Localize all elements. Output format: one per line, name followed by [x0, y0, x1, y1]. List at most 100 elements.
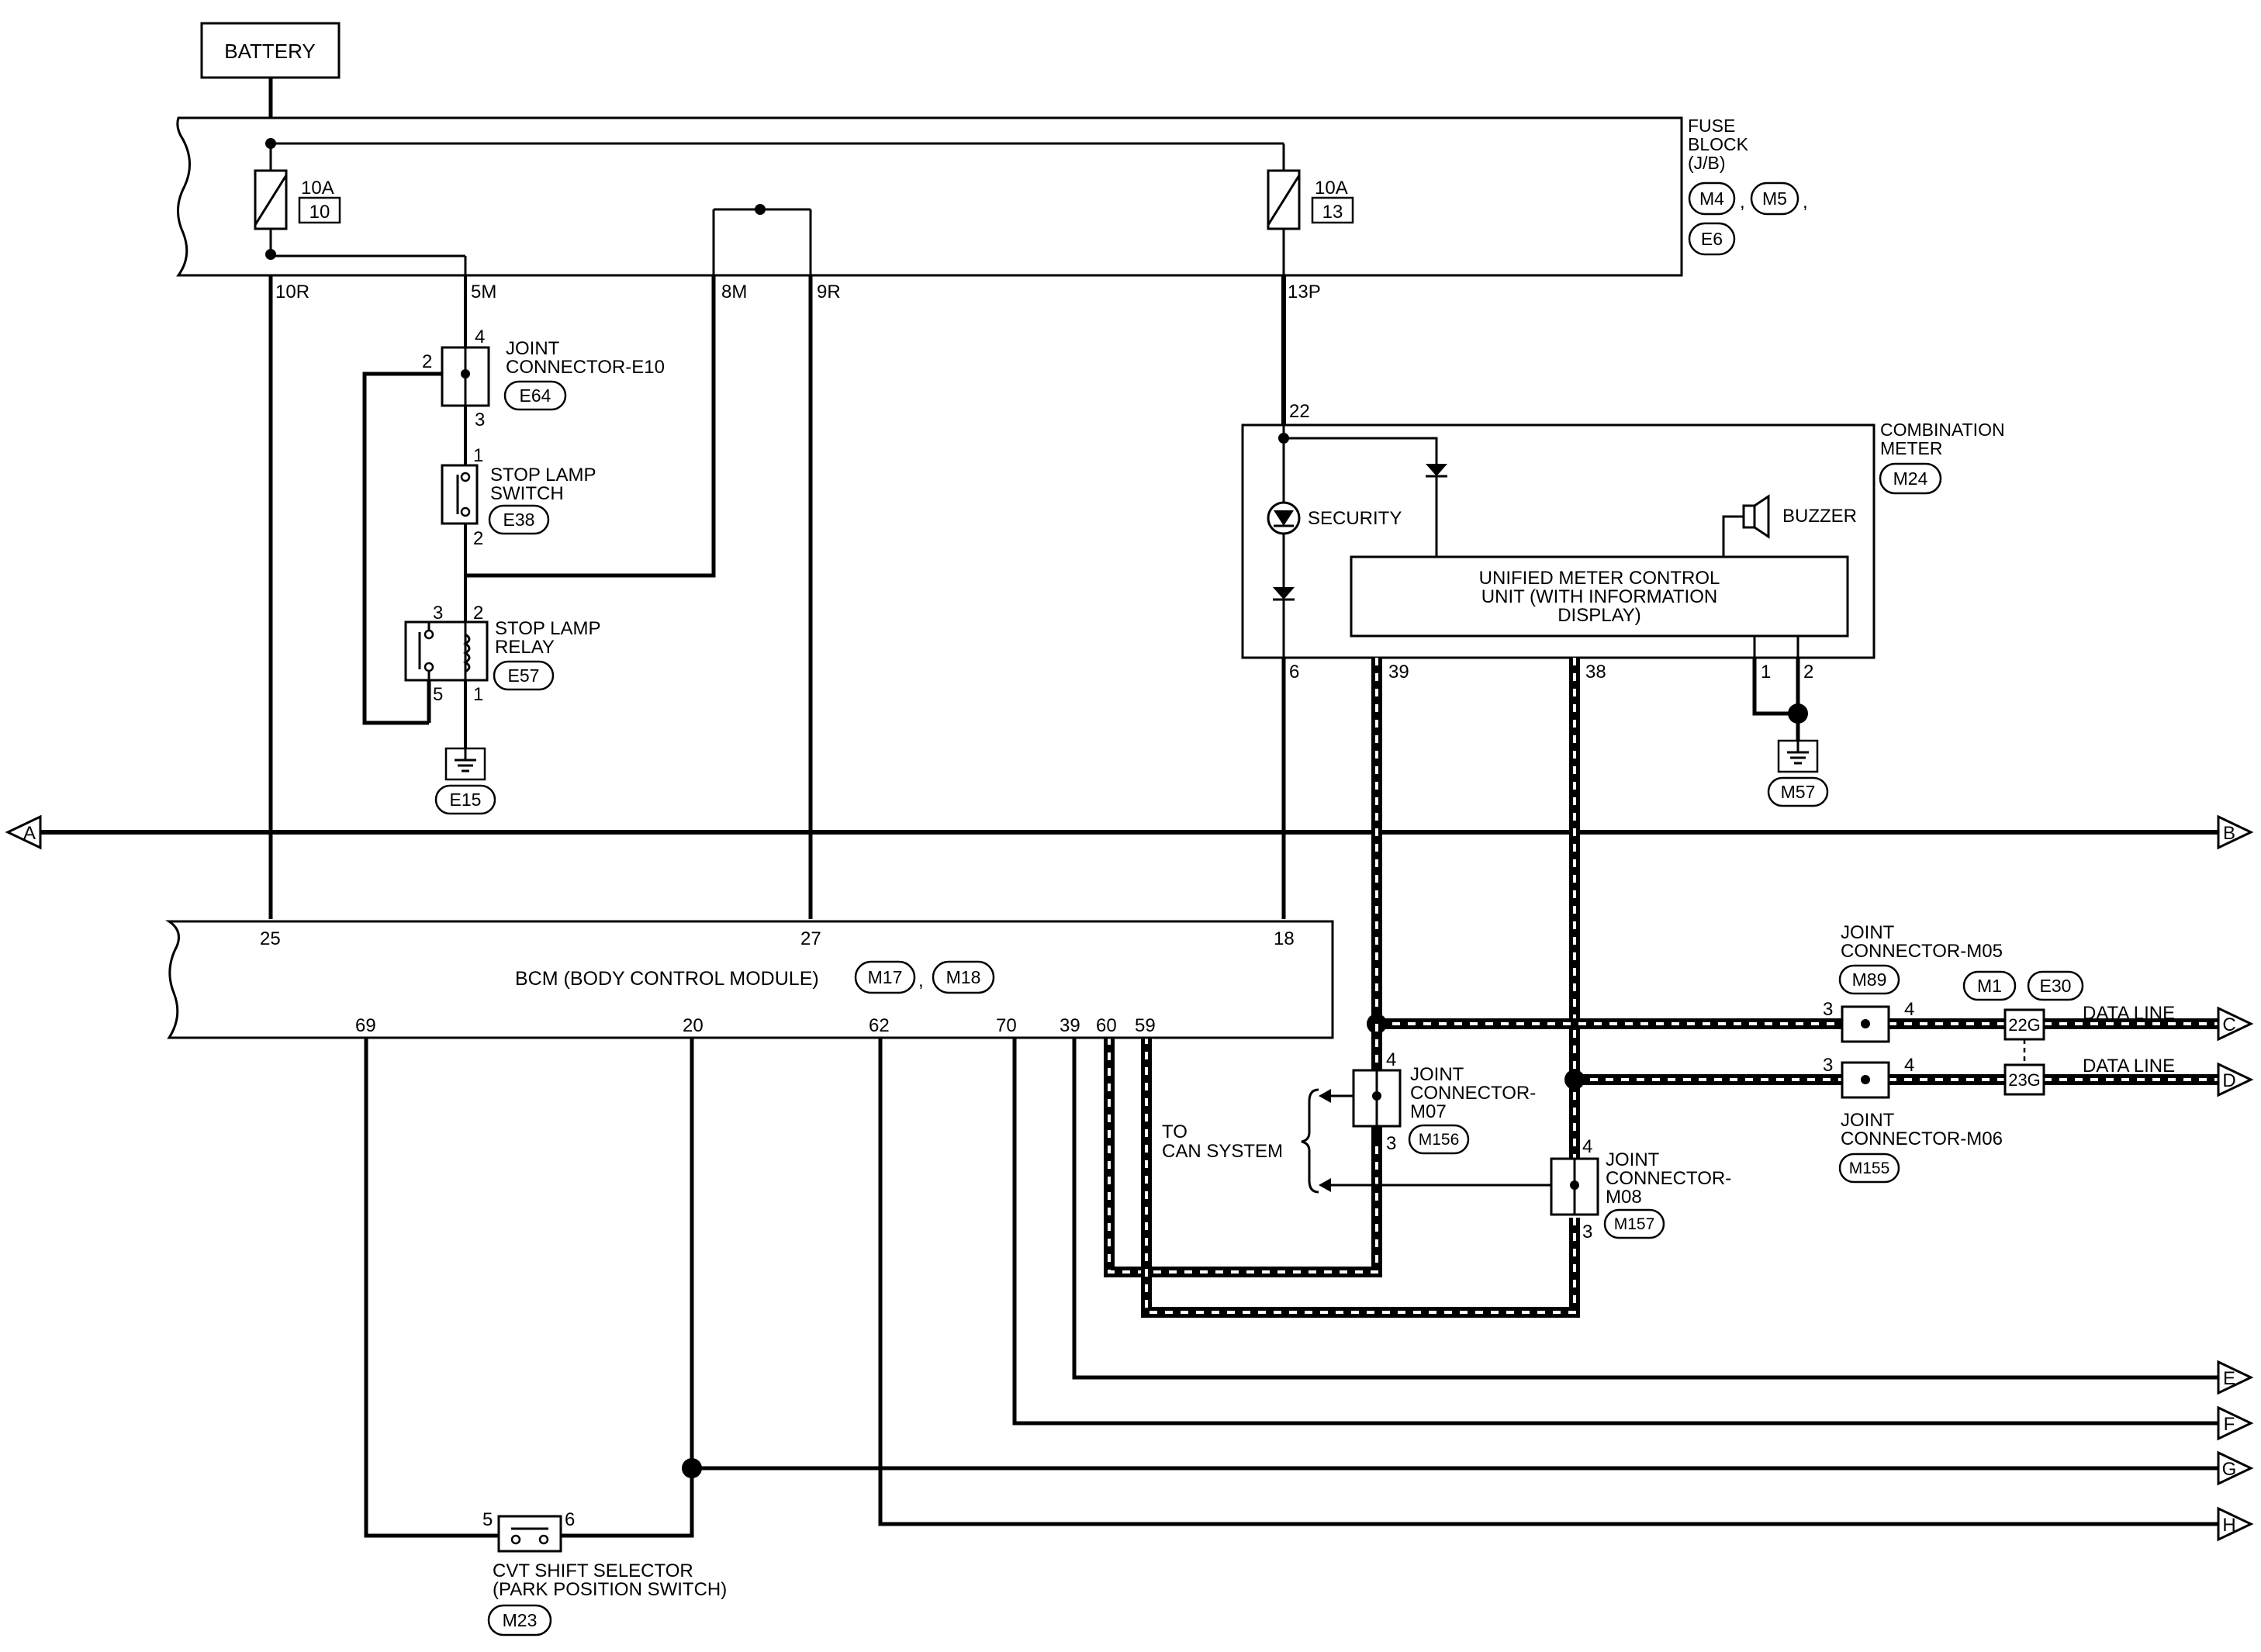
meter-pin38: 38: [1585, 662, 1606, 683]
relay-connector: E57: [508, 665, 540, 686]
joint-m06-pin3: 3: [1823, 1055, 1833, 1076]
fuse-block-conn-m4: M4: [1699, 188, 1724, 209]
fuse-block-title-3: (J/B): [1688, 153, 1726, 173]
offpage-a-label: A: [23, 823, 36, 844]
cvt-label-1: CVT SHIFT SELECTOR: [493, 1560, 693, 1581]
inline-connector-m1-e30: M1 E30 22G 23G: [1962, 970, 2084, 1096]
offpage-connector-b: B: [2217, 814, 2254, 850]
fuse-13-number: 13: [1322, 202, 1343, 223]
joint-m07-label-3: M07: [1410, 1101, 1447, 1122]
joint-m08-pin3: 3: [1582, 1222, 1592, 1242]
fuse-block-conn-e6: E6: [1701, 229, 1723, 249]
bcm-pin18: 18: [1274, 928, 1295, 949]
joint-e10-label-1: JOINT: [506, 338, 560, 359]
inline-terminal-23g: 23G: [2008, 1070, 2041, 1090]
fuse-10-number: 10: [309, 202, 330, 223]
joint-m07-connector: M156: [1419, 1131, 1460, 1149]
offpage-c-label: C: [2222, 1014, 2235, 1035]
joint-connector-m05: 3 4 JOINT CONNECTOR-M05 M89: [1823, 922, 2003, 1043]
meter-pin39: 39: [1388, 662, 1409, 683]
stop-lamp-switch-connector: E38: [503, 510, 535, 530]
meter-security-label: SECURITY: [1308, 508, 1402, 529]
relay-pin2: 2: [473, 603, 483, 624]
meter-connector: M24: [1893, 468, 1928, 489]
bcm-pin39: 39: [1060, 1015, 1080, 1036]
fuse-10: 10A 10: [254, 169, 341, 230]
bcm-pin62: 62: [869, 1015, 890, 1036]
meter-unit-line-3: DISPLAY): [1557, 605, 1641, 626]
svg-text:,: ,: [1803, 192, 1808, 213]
inline-terminal-22g: 22G: [2008, 1015, 2041, 1035]
stop-lamp-switch-pin1: 1: [473, 445, 483, 466]
bcm-pin20: 20: [683, 1015, 704, 1036]
svg-text:,: ,: [918, 970, 924, 991]
joint-m05-label-2: CONNECTOR-M05: [1841, 941, 2003, 962]
joint-m05-connector: M89: [1852, 969, 1887, 990]
meter-pin1: 1: [1761, 662, 1771, 683]
offpage-connector-e: E: [2217, 1360, 2254, 1395]
data-line-label-d: DATA LINE: [2083, 1056, 2175, 1077]
joint-m08-connector: M157: [1614, 1215, 1655, 1233]
relay-pin5: 5: [433, 684, 443, 705]
inline-conn-e30: E30: [2040, 976, 2072, 996]
joint-connector-m08: 4 3 JOINT CONNECTOR- M08 M157: [1319, 1136, 1731, 1242]
bcm-label: BCM (BODY CONTROL MODULE): [515, 968, 819, 990]
relay-pin1: 1: [473, 684, 483, 705]
bcm-pin25: 25: [260, 928, 281, 949]
offpage-g-label: G: [2222, 1459, 2237, 1480]
offpage-b-label: B: [2223, 823, 2235, 844]
relay-label-1: STOP LAMP: [495, 618, 601, 639]
terminal-5m: 5M: [471, 282, 496, 302]
stop-lamp-switch-label-1: STOP LAMP: [490, 465, 596, 486]
meter-pin6: 6: [1289, 662, 1299, 683]
joint-e10-pin2: 2: [422, 351, 432, 372]
to-can-label-2: CAN SYSTEM: [1162, 1141, 1283, 1162]
joint-m06-connector: M155: [1849, 1160, 1890, 1177]
stop-lamp-switch-label-2: SWITCH: [490, 483, 564, 504]
ground-e15-label: E15: [450, 790, 482, 810]
fuse-block: FUSE BLOCK (J/B) M4 , M5 , E6: [176, 116, 1808, 277]
joint-connector-e10: 4 2 3 JOINT CONNECTOR-E10 E64: [422, 327, 665, 430]
joint-m05-pin4: 4: [1904, 999, 1914, 1020]
relay-label-2: RELAY: [495, 637, 555, 658]
bcm-pin69: 69: [355, 1015, 376, 1036]
meter-unit-line-2: UNIT (WITH INFORMATION: [1481, 586, 1717, 607]
offpage-connector-c: C: [2217, 1006, 2254, 1042]
terminal-10r: 10R: [275, 282, 309, 302]
offpage-e-label: E: [2223, 1368, 2235, 1389]
terminal-13p: 13P: [1288, 282, 1321, 302]
joint-m06-label-1: JOINT: [1841, 1110, 1895, 1131]
cvt-shift-selector: 5 6 CVT SHIFT SELECTOR (PARK POSITION SW…: [482, 1509, 727, 1636]
fuse-block-title-2: BLOCK: [1688, 134, 1749, 154]
to-can-system: TO CAN SYSTEM: [1162, 1088, 1319, 1194]
fuse-13-rating: 10A: [1315, 178, 1348, 199]
joint-connector-m06: 3 4 JOINT CONNECTOR-M06 M155: [1823, 1055, 2003, 1184]
cvt-label-2: (PARK POSITION SWITCH): [493, 1579, 727, 1600]
battery-label: BATTERY: [224, 40, 316, 63]
joint-m07-label-2: CONNECTOR-: [1410, 1083, 1536, 1104]
terminal-9r: 9R: [817, 282, 841, 302]
cvt-pin5: 5: [482, 1509, 493, 1530]
meter-label-1: COMBINATION: [1880, 420, 2005, 440]
bcm-conn-m17: M17: [868, 967, 903, 987]
meter-pin22: 22: [1289, 401, 1310, 422]
ground-m57: M57: [1767, 739, 1829, 807]
joint-m06-pin4: 4: [1904, 1055, 1914, 1076]
meter-buzzer-label: BUZZER: [1782, 506, 1857, 527]
offpage-connector-a: A: [5, 814, 42, 850]
terminal-8m: 8M: [721, 282, 747, 302]
stop-lamp-switch: 1 2 STOP LAMP SWITCH E38: [441, 445, 596, 549]
ground-e15: E15: [434, 747, 496, 815]
joint-m07-pin3: 3: [1386, 1133, 1396, 1154]
bcm-pin60: 60: [1096, 1015, 1117, 1036]
fuse-block-conn-m5: M5: [1762, 188, 1787, 209]
offpage-f-label: F: [2224, 1414, 2235, 1435]
joint-e10-label-2: CONNECTOR-E10: [506, 357, 665, 378]
joint-connector-m07: 4 3 JOINT CONNECTOR- M07 M156: [1319, 1049, 1536, 1155]
joint-m05-label-1: JOINT: [1841, 922, 1895, 943]
joint-m08-pin4: 4: [1582, 1136, 1592, 1157]
offpage-connector-h: H: [2217, 1506, 2254, 1542]
offpage-connector-d: D: [2217, 1062, 2254, 1097]
offpage-connector-g: G: [2217, 1450, 2254, 1486]
